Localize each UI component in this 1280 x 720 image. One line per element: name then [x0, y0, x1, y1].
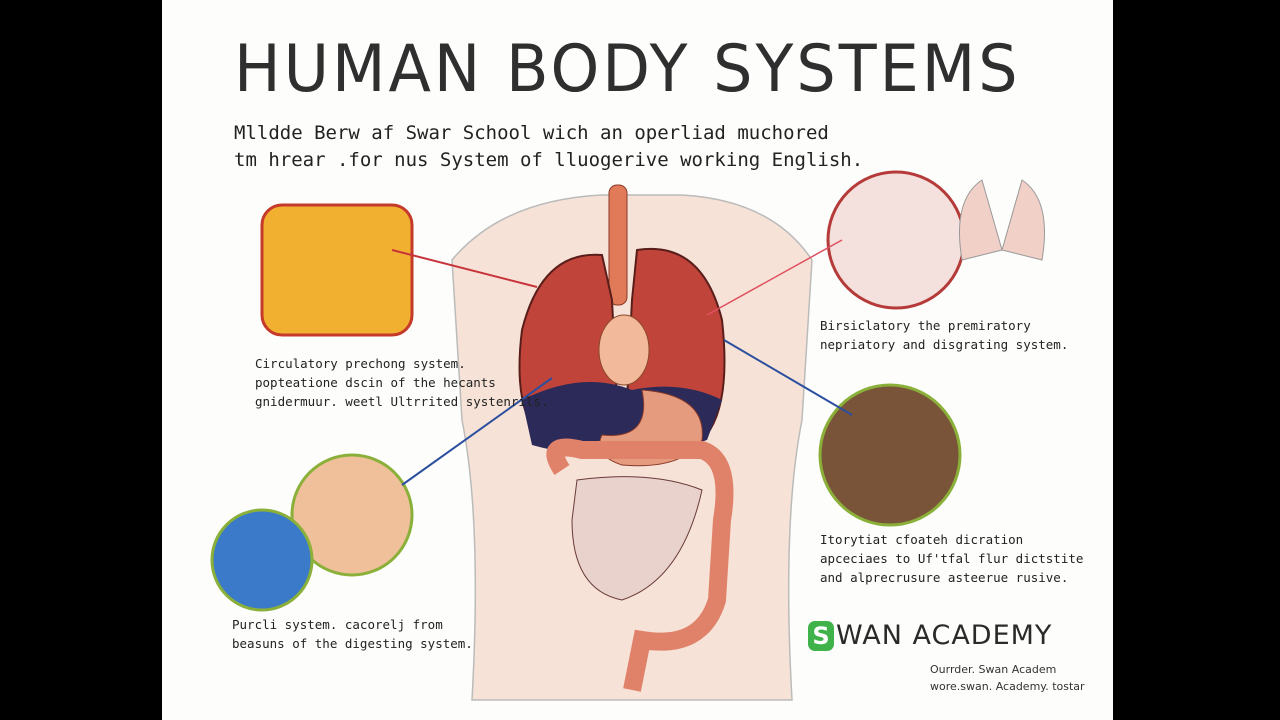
caption-line: Purcli system. cacorelj from [232, 617, 443, 632]
caption-line: Circulatory prechong system. [255, 356, 466, 371]
page-title: HUMAN BODY SYSTEMS [234, 30, 1021, 107]
arrow-digestive-right [723, 339, 853, 416]
caption-line: popteatione dscin of the hecants [255, 375, 496, 390]
respiratory-illustration [826, 170, 966, 310]
caption-digestive-right: Itorytiat cfoateh dicration apceciaes to… [820, 530, 1083, 587]
caption-line: Birsiclatory the premiratory [820, 318, 1031, 333]
digestive-illustration-left-a [290, 453, 414, 577]
arrow-circulatory [391, 249, 538, 288]
brand-logo: S WAN ACADEMY [808, 620, 1052, 651]
caption-respiratory: Birsiclatory the premiratory nepriatory … [820, 316, 1068, 354]
subtitle: Mlldde Berw af Swar School wich an operl… [234, 120, 863, 174]
trachea [608, 184, 628, 306]
brand-subtext: Ourrder. Swan Academ wore.swan. Academy.… [930, 661, 1085, 695]
caption-line: beasuns of the digesting system. [232, 636, 473, 651]
large-intestine [546, 438, 734, 692]
poster: HUMAN BODY SYSTEMS Mlldde Berw af Swar S… [162, 0, 1113, 720]
caption-circulatory: Circulatory prechong system. popteatione… [255, 354, 549, 411]
brand-line: wore.swan. Academy. tostar [930, 680, 1085, 693]
brand-icon: S [808, 620, 834, 651]
caption-line: and alprecrusure asteerue rusive. [820, 570, 1069, 585]
caption-line: gnidermuur. weetl Ultrrited systenrils. [255, 394, 549, 409]
digestive-illustration-right [818, 383, 962, 527]
heart [598, 314, 650, 386]
subtitle-line: tm hrear .for nus System of lluogerive w… [234, 149, 864, 171]
caption-line: Itorytiat cfoateh dicration [820, 532, 1024, 547]
small-intestine [571, 476, 703, 601]
arrow-digestive-left [401, 377, 553, 486]
brand-name: WAN ACADEMY [836, 620, 1053, 651]
arrow-respiratory [706, 239, 843, 316]
lungs-sketch [959, 179, 1045, 261]
subtitle-line: Mlldde Berw af Swar School wich an operl… [234, 122, 829, 144]
digestive-illustration-left-b [210, 508, 314, 612]
caption-line: apceciaes to Uf'tfal flur dictstite [820, 551, 1084, 566]
anatomy-illustration [210, 170, 1045, 701]
caption-line: nepriatory and disgrating system. [820, 337, 1069, 352]
brand-line: Ourrder. Swan Academ [930, 663, 1057, 676]
caption-digestive-left: Purcli system. cacorelj from beasuns of … [232, 615, 473, 653]
circulatory-illustration [260, 203, 414, 337]
